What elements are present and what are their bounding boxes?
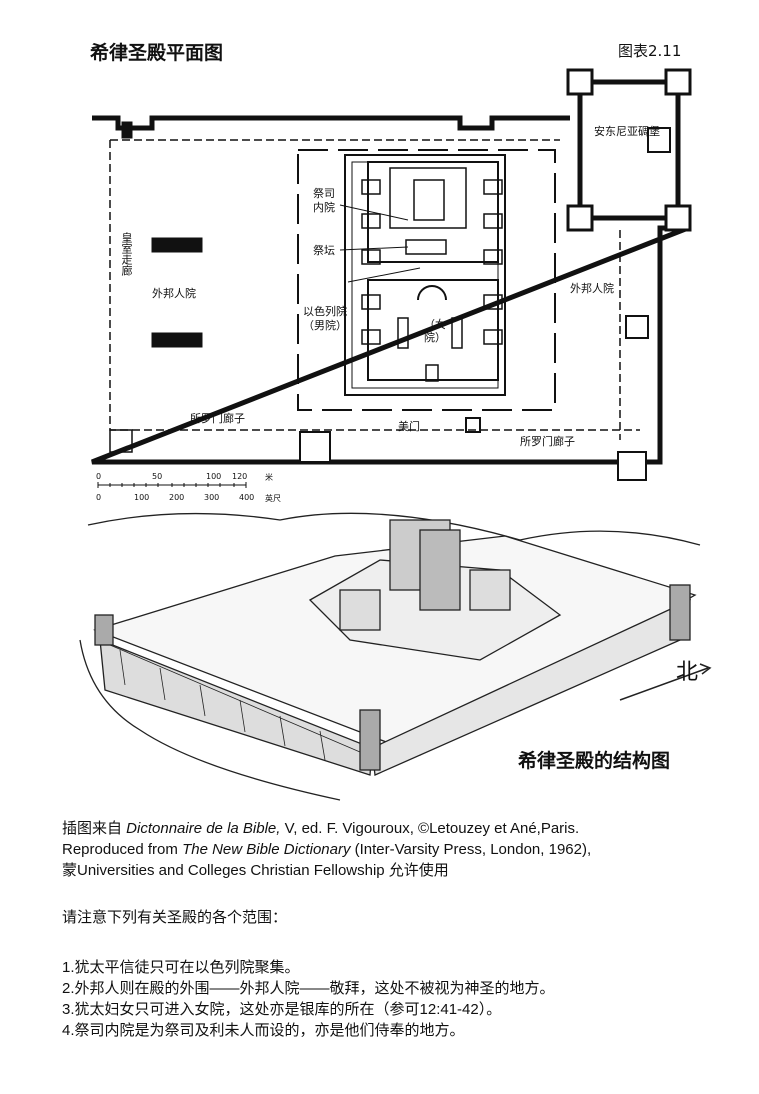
scale-ft-300: 300 [204,493,220,502]
label-gentiles-court-left: 外邦人院 [152,287,196,300]
credit-l2c: (Inter-Varsity Press, London, 1962), [350,841,592,858]
scale-m-0: 0 [96,472,102,481]
scale-m-100: 100 [206,472,222,481]
scale-ft-unit: 英尺 [265,494,281,503]
label-gentiles-court-right: 外邦人院 [570,282,614,295]
label-womens-court: （女院） [424,318,446,344]
label-royal-portico: 皇室走廊 [120,232,133,276]
scale-ft-200: 200 [169,493,185,502]
scale-ft-400: 400 [239,493,255,502]
notes-list: 1.犹太平信徒只可在以色列院聚集。 2.外邦人则在殿的外围——外邦人院——敬拜，… [62,957,555,1041]
label-altar: 祭坛 [313,244,335,257]
credit-line-1: 插图来自 Dictonnaire de la Bible, V, ed. F. … [62,818,591,839]
note-item: 4.祭司内院是为祭司及利未人而设的，亦是他们侍奉的地方。 [62,1022,465,1039]
page-title: 希律圣殿平面图 [90,42,224,64]
credit-text: 插图来自 Dictonnaire de la Bible, V, ed. F. … [62,818,591,881]
label-antonia-fortress: 安东尼亚碉堡 [594,125,660,138]
temple-illustration [79,512,712,801]
label-priests-court: 祭司内院 [313,187,335,214]
credit-l1a: 插图来自 [62,820,127,837]
credit-l2b: The New Bible Dictionary [182,841,351,858]
scale-ft-0: 0 [96,493,102,502]
credit-line-2: Reproduced from The New Bible Dictionary… [62,839,591,860]
credit-l2a: Reproduced from [62,841,183,858]
note-item: 1.犹太平信徒只可在以色列院聚集。 [62,959,300,976]
label-solomon-porch-left: 所罗门廊子 [190,412,245,425]
figure-number: 图表2.11 [618,42,682,60]
credit-line-3: 蒙Universities and Colleges Christian Fel… [62,862,449,879]
scale-m-unit: 米 [265,473,273,482]
scale-m-120: 120 [232,472,248,481]
note-item: 3.犹太妇女只可进入女院，这处亦是银库的所在（参可12:41-42）。 [62,1001,502,1018]
notes-intro: 请注意下列有关圣殿的各个范围： [62,909,288,926]
label-israel-court: 以色列院（男院） [303,305,347,332]
scale-ft-100: 100 [134,493,150,502]
label-solomon-porch-right: 所罗门廊子 [520,435,575,448]
label-beautiful-gate: 美门 [398,420,420,433]
credit-l1c: V, ed. F. Vigouroux, ©Letouzey et Ané,Pa… [280,820,580,837]
note-item: 2.外邦人则在殿的外围——外邦人院——敬拜，这处不被视为神圣的地方。 [62,980,555,997]
illustration-caption: 希律圣殿的结构图 [518,750,671,772]
north-label: 北 [676,660,699,685]
credit-l1b: Dictonnaire de la Bible, [126,820,281,837]
scale-m-50: 50 [152,472,163,481]
